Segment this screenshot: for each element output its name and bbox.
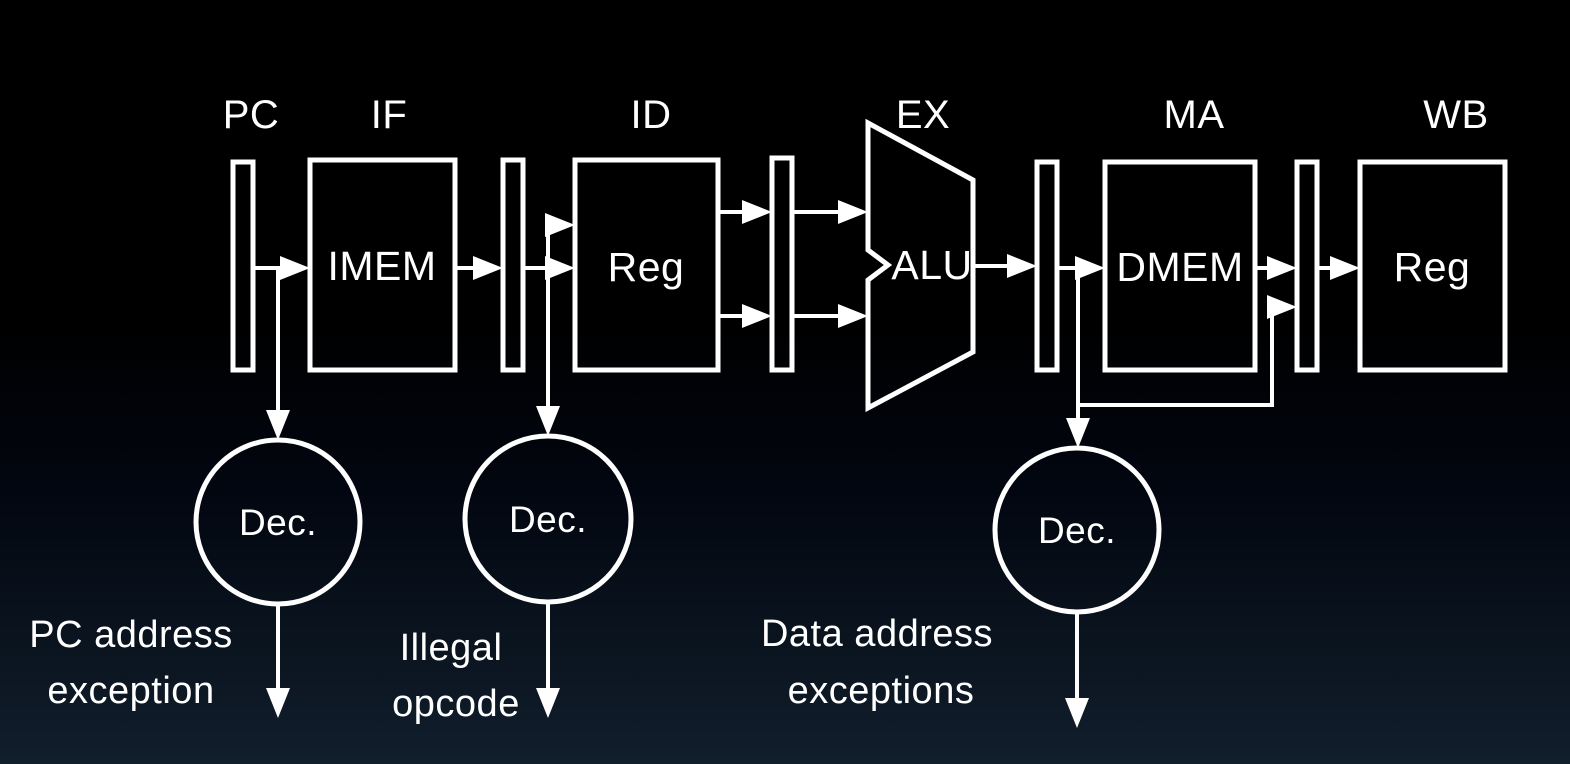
pc-register-bar (230, 159, 256, 373)
exception-detector-if-circle (193, 437, 363, 607)
wb-regfile-box (1357, 159, 1508, 373)
block-label-id-reg: Reg (608, 244, 685, 290)
exception-label-illegal-opcode-line2: opcode (392, 683, 520, 725)
block-label-dmem: DMEM (1116, 244, 1243, 290)
block-label-imem: IMEM (327, 243, 436, 289)
stage-label-if: IF (371, 93, 408, 137)
pipeline-register-ma-wb (1294, 159, 1320, 373)
pipeline-register-ex-ma (1034, 159, 1060, 373)
detector-label-if: Dec. (239, 502, 317, 543)
datapath-wires (253, 200, 1360, 728)
stage-label-ex: EX (896, 93, 950, 137)
stage-label-id: ID (631, 93, 672, 137)
id-regfile-box (572, 157, 721, 373)
detector-label-ma: Dec. (1038, 510, 1116, 551)
exception-detector-id-circle (462, 433, 634, 605)
block-label-wb-reg: Reg (1394, 244, 1471, 290)
pipeline-register-id-ex (769, 155, 795, 373)
arrow-ifid-to-reg-upper (545, 213, 575, 268)
exception-label-illegal-opcode-line1: Illegal (400, 627, 503, 669)
pipeline-register-if-id (500, 157, 526, 373)
stage-label-ma: MA (1164, 93, 1225, 137)
stage-label-wb: WB (1423, 93, 1488, 137)
exception-label-pc-address-line2: exception (47, 670, 214, 712)
imem-box (307, 157, 458, 373)
detector-label-id: Dec. (509, 499, 587, 540)
block-label-alu: ALU (891, 242, 972, 288)
dmem-box (1102, 159, 1258, 373)
stage-label-pc: PC (223, 93, 280, 137)
exception-detector-ma-circle (992, 445, 1162, 615)
exception-label-data-address-line1: Data address (761, 613, 993, 655)
arrow-address-bypass-to-mawb (1076, 268, 1297, 407)
exception-label-data-address-line2: exceptions (788, 670, 975, 712)
alu-shape (865, 118, 976, 413)
exception-label-pc-address-line1: PC address (29, 614, 233, 656)
